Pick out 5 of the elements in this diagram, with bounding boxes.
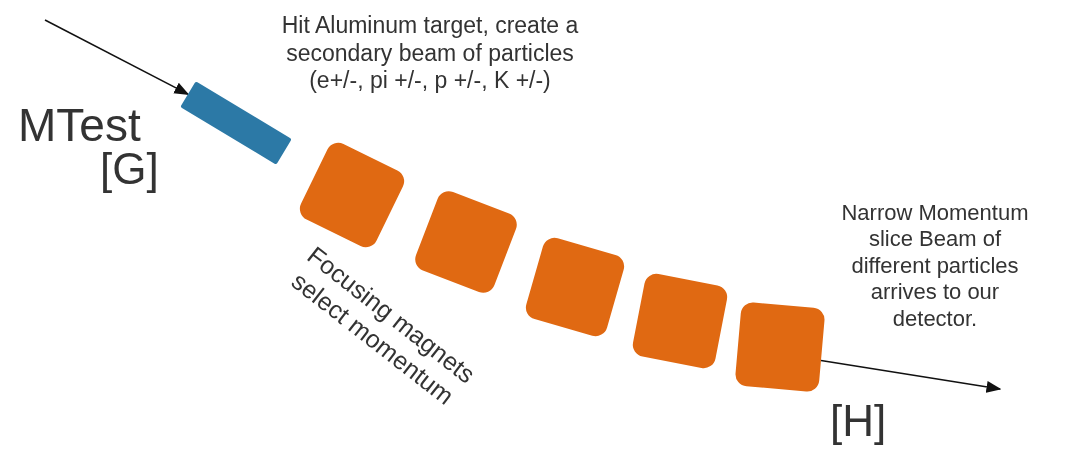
- annotation-text: Narrow Momentum slice Beam of different particles arrives to our detector.: [840, 200, 1030, 332]
- point-label: [H]: [830, 395, 888, 447]
- annotation-text: Hit Aluminum target, create a secondary beam of particles (e+/-, pi +/-, p +/-, K +/-): [280, 12, 580, 95]
- arrow: [820, 359, 1002, 393]
- arrow: [44, 19, 190, 95]
